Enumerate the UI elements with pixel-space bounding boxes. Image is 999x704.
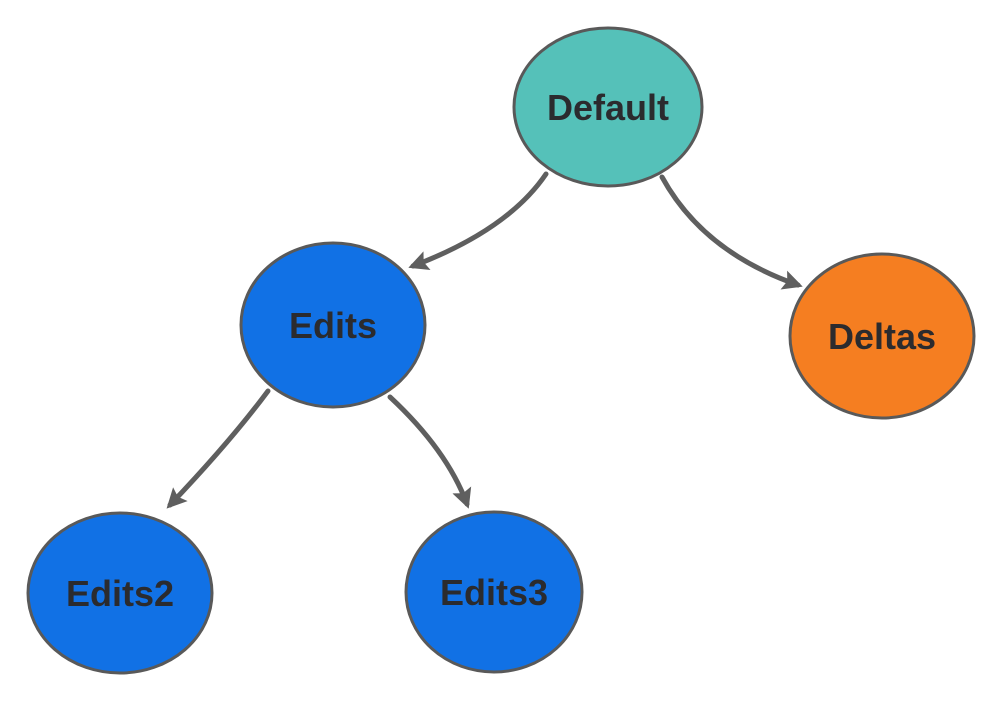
node-edits2-shape bbox=[26, 511, 214, 675]
edge-default-to-edits bbox=[408, 171, 549, 271]
node-edits3: Edits3 bbox=[404, 510, 584, 674]
node-edits2-label: Edits2 bbox=[66, 573, 174, 614]
edge-edits-to-edits2 bbox=[166, 388, 271, 509]
node-default-shape bbox=[512, 26, 704, 188]
node-edits2: Edits2 bbox=[26, 511, 214, 675]
node-default: Default bbox=[512, 26, 704, 188]
node-deltas-shape bbox=[788, 252, 976, 420]
node-edits-label: Edits bbox=[289, 305, 377, 346]
node-default-label: Default bbox=[547, 87, 669, 128]
node-deltas: Deltas bbox=[788, 252, 976, 420]
node-edits-shape bbox=[239, 241, 427, 409]
node-edits3-shape bbox=[404, 510, 584, 674]
edge-edits-to-edits3 bbox=[387, 394, 472, 509]
node-edits: Edits bbox=[239, 241, 427, 409]
node-deltas-label: Deltas bbox=[828, 316, 936, 357]
edge-default-to-deltas bbox=[659, 174, 803, 290]
node-edits3-label: Edits3 bbox=[440, 572, 548, 613]
